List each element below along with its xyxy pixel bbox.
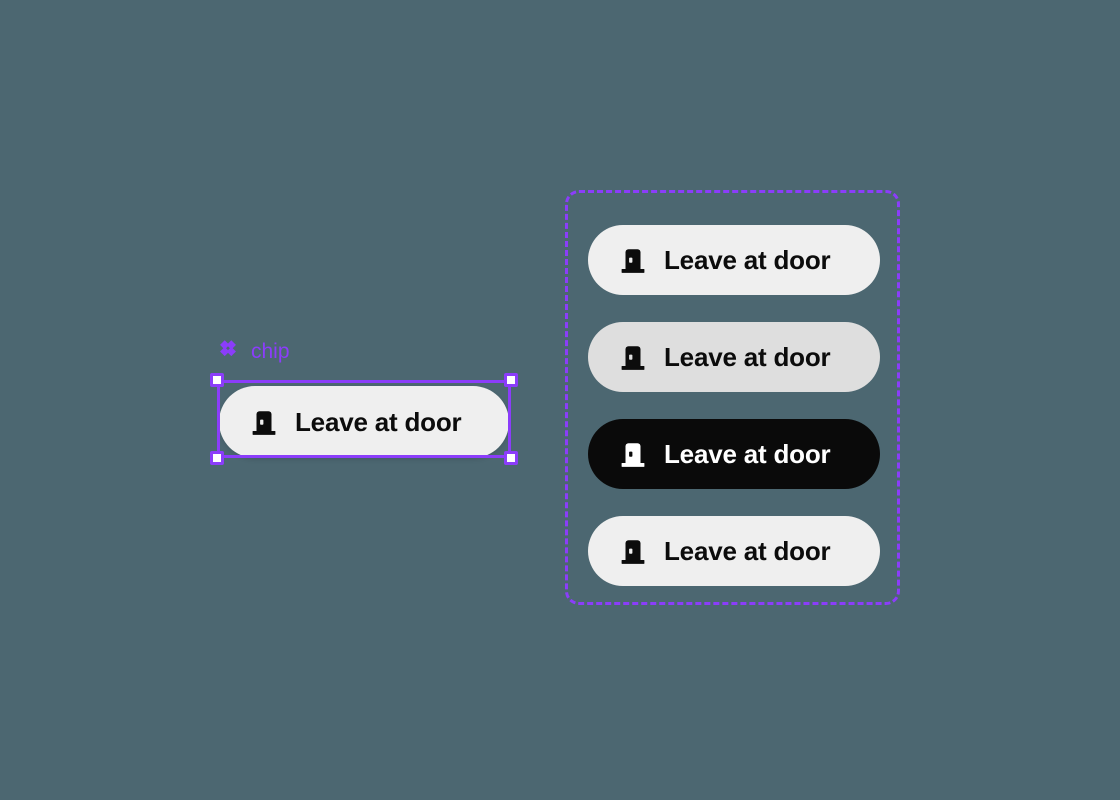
chip-variant-default-2[interactable]: Leave at door: [588, 516, 880, 586]
chip-label: Leave at door: [664, 245, 831, 275]
component-diamond-icon: [217, 340, 239, 362]
chip-variant-default[interactable]: Leave at door: [588, 225, 880, 295]
door-icon: [618, 439, 648, 469]
selection-bounds: [210, 373, 518, 465]
chip-label: Leave at door: [664, 439, 831, 469]
chip-instance-selected[interactable]: Leave at door: [219, 386, 509, 458]
resize-handle-bottom-left[interactable]: [210, 451, 224, 465]
instance-name-label: chip: [251, 339, 290, 363]
selection-outline: [217, 380, 511, 458]
component-variants-frame: Leave at door Leave at door Leave at: [565, 190, 900, 605]
door-icon: [618, 342, 648, 372]
chip-label: Leave at door: [664, 536, 831, 566]
chip-label: Leave at door: [664, 342, 831, 372]
door-icon: [618, 245, 648, 275]
resize-handle-bottom-right[interactable]: [504, 451, 518, 465]
door-icon: [618, 536, 648, 566]
resize-handle-top-left[interactable]: [210, 373, 224, 387]
door-icon: [249, 407, 279, 437]
chip-variant-selected[interactable]: Leave at door: [588, 419, 880, 489]
chip-label: Leave at door: [295, 407, 462, 437]
instance-badge[interactable]: chip: [217, 337, 290, 365]
chip-variant-hover[interactable]: Leave at door: [588, 322, 880, 392]
resize-handle-top-right[interactable]: [504, 373, 518, 387]
